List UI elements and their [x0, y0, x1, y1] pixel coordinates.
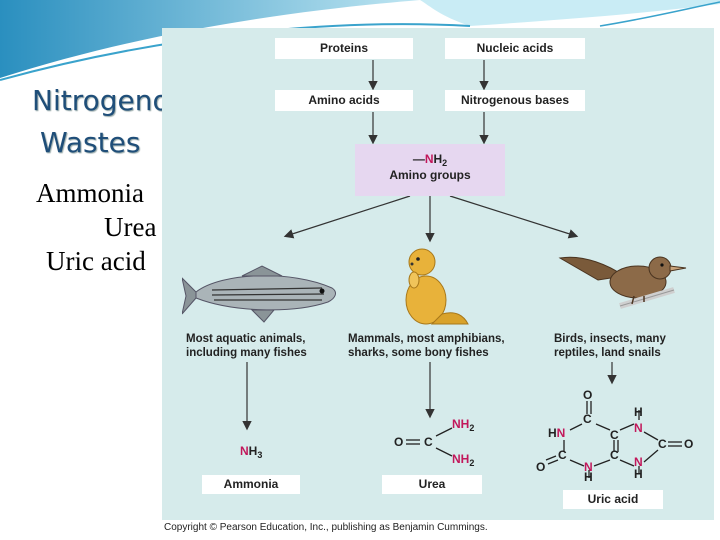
list-item: Ammonia — [36, 178, 144, 208]
uric-c5: C — [658, 437, 667, 451]
amino-group-formula: —NH2 — [412, 152, 448, 168]
uric-c4: C — [610, 448, 619, 462]
ammonia-label: Ammonia — [202, 475, 300, 494]
waste-list: Ammonia Urea Uric acid — [36, 176, 156, 278]
bird-icon — [558, 256, 687, 309]
urea-nh2-top: NH2 — [452, 417, 475, 433]
title-line-2: Wastes — [40, 126, 141, 159]
urea-label: Urea — [382, 475, 482, 494]
uric-hn: HN — [548, 426, 566, 440]
urea-oxygen: O — [394, 435, 404, 449]
amino-groups-box: —NH2 Amino groups — [355, 144, 505, 196]
birds-caption: Birds, insects, many reptiles, land snai… — [554, 333, 666, 359]
uric-h-right-bottom: H — [634, 467, 643, 481]
amino-groups-label: Amino groups — [389, 168, 471, 182]
uric-h-bottom: H — [584, 470, 593, 484]
uric-n-bottom: N — [584, 460, 593, 474]
uric-h-top: H — [634, 405, 643, 419]
uric-c1: C — [583, 412, 592, 426]
nucleic-acids-box: Nucleic acids — [445, 38, 585, 59]
uric-n-right-bottom: N — [634, 455, 643, 469]
list-item: Urea — [104, 212, 157, 242]
amino-acids-box: Amino acids — [275, 90, 413, 111]
uric-o-left: O — [536, 460, 546, 474]
uric-o-right: O — [684, 437, 694, 451]
proteins-box: Proteins — [275, 38, 413, 59]
prairie-dog-icon — [405, 248, 469, 325]
urea-carbon: C — [424, 435, 433, 449]
fish-icon — [182, 265, 336, 323]
aquatic-caption: Most aquatic animals, including many fis… — [186, 333, 307, 359]
list-item: Uric acid — [46, 246, 146, 276]
nitrogenous-bases-box: Nitrogenous bases — [445, 90, 585, 111]
ammonia-formula: NH3 — [240, 444, 263, 460]
uric-c3: C — [558, 448, 567, 462]
uric-o-top: O — [583, 388, 593, 402]
uric-c2: C — [610, 428, 619, 442]
urea-nh2-bottom: NH2 — [452, 452, 475, 468]
uric-n-right-top: N — [634, 421, 643, 435]
mammals-caption: Mammals, most amphibians, sharks, some b… — [348, 333, 505, 359]
uric-acid-label: Uric acid — [563, 490, 663, 509]
copyright-text: Copyright © Pearson Education, Inc., pub… — [164, 522, 488, 533]
